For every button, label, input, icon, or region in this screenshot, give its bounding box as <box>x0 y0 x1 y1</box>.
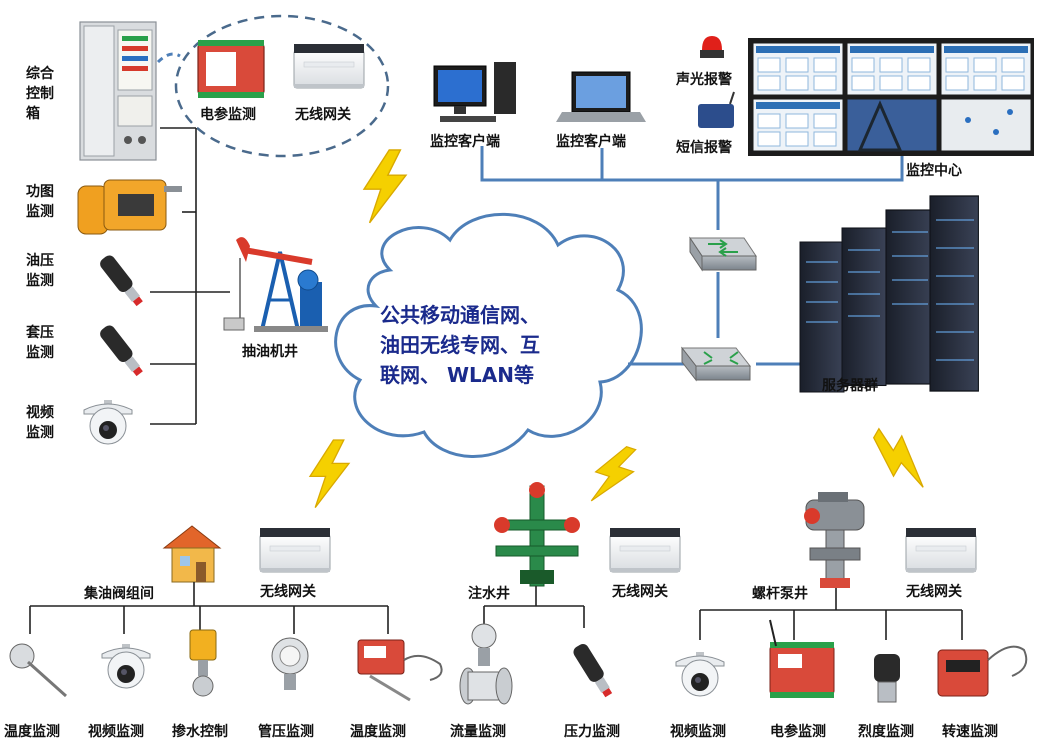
temperature-transmitter-icon <box>357 639 443 702</box>
network-router-icon <box>680 346 752 382</box>
station3-gateway-label: 无线网关 <box>905 583 962 600</box>
power-param-module-icon <box>769 619 835 698</box>
power-param-module-icon <box>197 40 265 98</box>
wellhead-icon <box>494 482 580 587</box>
temperature-probe-icon <box>9 643 68 698</box>
station2-device-label: 压力监测 <box>564 723 620 740</box>
station1-device-label: 掺水控制 <box>172 723 228 740</box>
speed-sensor-icon <box>937 645 1028 697</box>
station2-gateway-label: 无线网关 <box>611 583 668 600</box>
pumping-unit-icon <box>223 237 328 332</box>
oil-pressure-label-1: 油压 <box>26 252 54 269</box>
video-camera-icon <box>675 651 725 697</box>
laptop-icon <box>556 71 646 122</box>
lightning-icon <box>309 439 350 509</box>
sms-alarm-label: 短信报警 <box>676 139 732 156</box>
cabinet-label-2: 控制 <box>26 85 54 102</box>
house-icon <box>162 525 222 583</box>
casing-pressure-sensor-icon <box>97 323 147 379</box>
cabinet-label-3: 箱 <box>26 105 40 122</box>
lightning-icon <box>861 423 941 493</box>
server-group-label: 服务器群 <box>822 377 878 394</box>
station1-device-label: 温度监测 <box>4 723 60 740</box>
oil-pressure-label-2: 监测 <box>26 272 54 289</box>
oil-pressure-sensor-icon <box>97 253 147 309</box>
pressure-sensor-icon <box>571 641 616 700</box>
client2-label: 监控客户端 <box>556 133 626 150</box>
dynamometer-sensor-icon <box>77 179 182 235</box>
station2-name-label: 注水井 <box>468 585 510 602</box>
station3-device-label: 电参监测 <box>770 723 826 740</box>
pumping-well-label: 抽油机井 <box>242 343 298 360</box>
cloud-text-line3: 联网、 WLAN等 <box>380 363 534 387</box>
power-param-label: 电参监测 <box>200 106 256 123</box>
client1-label: 监控客户端 <box>430 133 500 150</box>
casing-pressure-label-1: 套压 <box>26 324 54 341</box>
water-blend-controller-icon <box>189 629 217 697</box>
alarm-light-icon <box>700 36 724 58</box>
video-label-1: 视频 <box>26 404 54 421</box>
flow-meter-icon <box>459 623 513 705</box>
station3-device-label: 视频监测 <box>670 723 726 740</box>
station1-gateway-icon <box>259 527 331 573</box>
desktop-computer-icon <box>433 62 516 122</box>
pipe-pressure-gauge-icon <box>271 637 309 690</box>
station3-device-label: 烈度监测 <box>858 723 914 740</box>
sms-modem-icon <box>698 91 735 128</box>
station3-name-label: 螺杆泵井 <box>752 585 808 602</box>
station1-device-label: 管压监测 <box>258 723 314 740</box>
station2-gateway-icon <box>609 527 681 573</box>
network-switch-icon <box>689 236 757 272</box>
control-cabinet-icon <box>79 21 157 161</box>
lightning-icon <box>586 439 641 512</box>
screw-pump-icon <box>804 492 865 588</box>
monitor-center-label: 监控中心 <box>906 162 962 179</box>
dynamometer-label-1: 功图 <box>26 184 54 200</box>
monitor-wall-icon <box>748 38 1034 156</box>
station3-gateway-icon <box>905 527 977 573</box>
casing-pressure-label-2: 监测 <box>26 344 54 361</box>
wireless-gateway-icon <box>293 43 365 89</box>
lightning-icon <box>363 149 407 224</box>
dynamometer-label-2: 监测 <box>26 203 54 220</box>
video-camera-icon <box>83 399 133 445</box>
cloud-text-line2: 油田无线专网、互 <box>380 333 540 357</box>
cabinet-label-1: 综合 <box>26 65 55 82</box>
video-label-2: 监测 <box>26 424 54 441</box>
dashed-group-outline <box>174 14 390 158</box>
station3-device-label: 转速监测 <box>942 723 998 740</box>
station2-device-label: 流量监测 <box>450 723 506 740</box>
video-camera-icon <box>101 643 151 689</box>
server-cluster-icon <box>799 195 980 393</box>
vibration-sensor-icon <box>874 654 900 703</box>
network-cloud <box>334 212 643 458</box>
dashed-connector <box>156 52 181 64</box>
station1-name-label: 集油阀组间 <box>83 585 154 602</box>
cloud-text-line1: 公共移动通信网、 <box>380 303 540 327</box>
client-bus-line <box>480 146 904 182</box>
station1-device-label: 温度监测 <box>350 723 406 740</box>
sound-alarm-label: 声光报警 <box>675 71 732 88</box>
wireless-gateway-label: 无线网关 <box>294 106 351 123</box>
station1-device-label: 视频监测 <box>88 723 144 740</box>
station1-gateway-label: 无线网关 <box>259 583 316 600</box>
